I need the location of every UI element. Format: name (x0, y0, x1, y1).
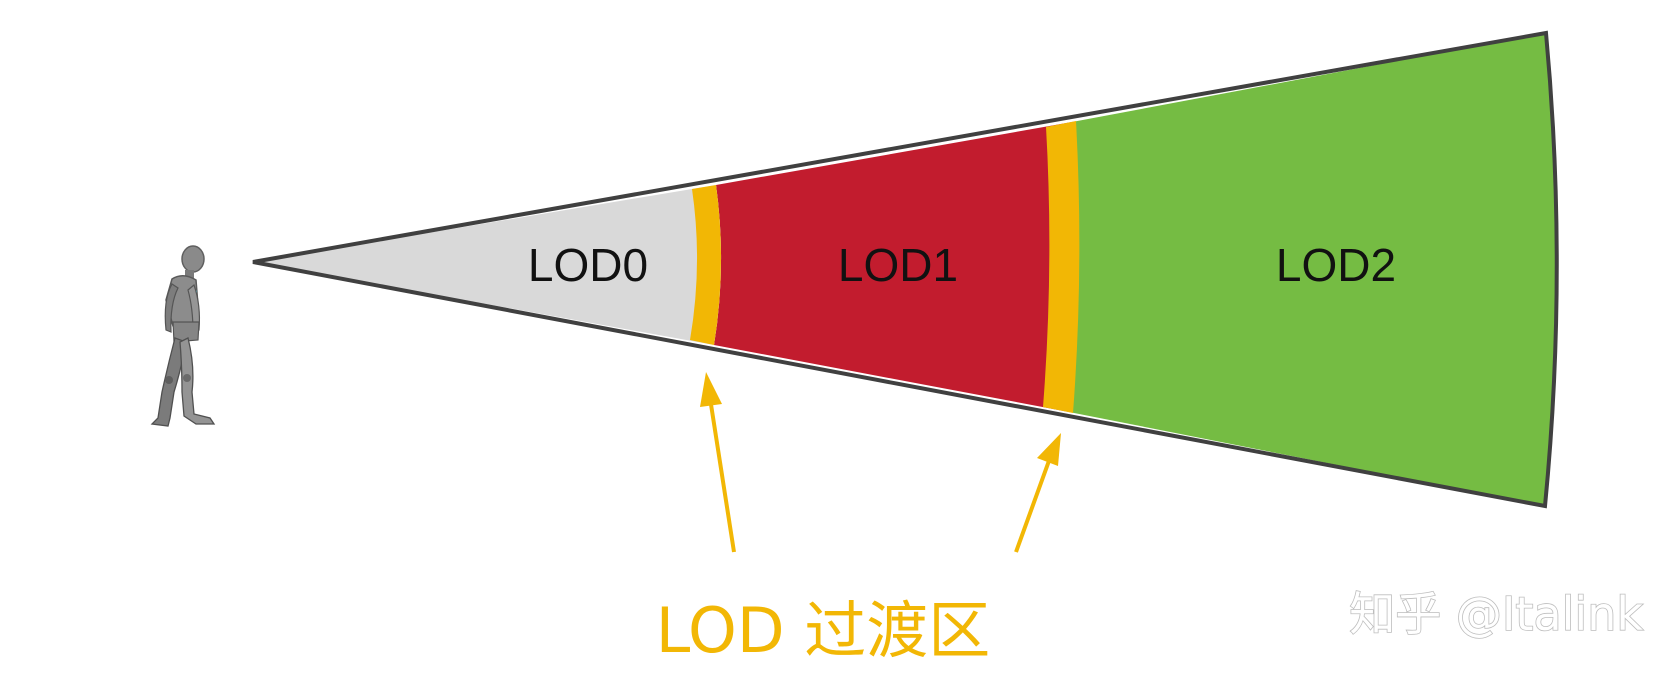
lod0-region (253, 185, 722, 345)
transition-arrow-1 (700, 372, 736, 553)
transition-band-lod1-lod2 (1043, 121, 1080, 413)
observer-figure-icon (150, 245, 216, 427)
lod1-label: LOD1 (838, 239, 958, 291)
lod2-region (1069, 33, 1557, 506)
lod0-label: LOD0 (528, 239, 648, 291)
watermark: 知乎 @Italink (1349, 587, 1643, 641)
transition-zone-caption: LOD 过渡区 (656, 594, 991, 667)
view-frustum-outline (252, 30, 1559, 509)
lod2-label: LOD2 (1276, 239, 1396, 291)
lod1-region (714, 122, 1076, 412)
transition-arrow-2 (1014, 433, 1061, 553)
transition-band-lod0-lod1 (690, 185, 722, 345)
